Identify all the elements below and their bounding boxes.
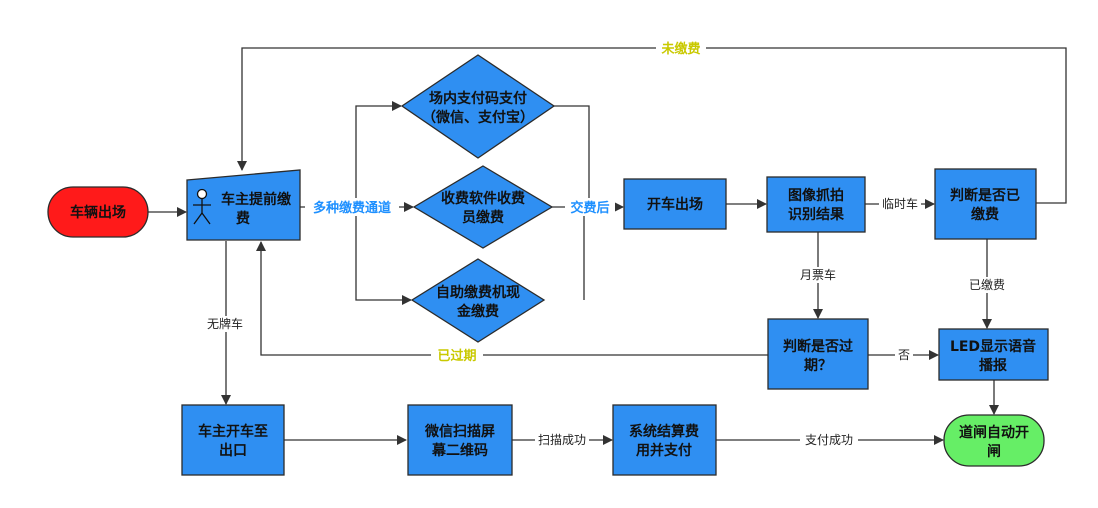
node-wechat-scan-label-1: 微信扫描屏 — [424, 423, 495, 440]
node-image-capture: 图像抓拍 识别结果 — [766, 176, 866, 233]
node-gate-open: 道闸自动开 闸 — [943, 414, 1045, 467]
edge-checkpaid-unpaid-loop — [237, 47, 1067, 204]
node-check-paid: 判断是否已 缴费 — [934, 168, 1037, 240]
label-no: 否 — [898, 348, 910, 362]
actor-icon — [193, 188, 211, 225]
node-start-label: 车辆出场 — [70, 204, 126, 221]
label-multi-channel: 多种缴费通道 — [313, 200, 391, 216]
node-toll-staff-label-2: 员缴费 — [462, 209, 504, 226]
label-no-plate: 无牌车 — [207, 316, 243, 331]
label-paid: 已缴费 — [969, 277, 1005, 292]
node-scan-pay-label-2: （微信、支付宝） — [422, 109, 534, 126]
label-scan-success: 扫描成功 — [538, 433, 586, 447]
label-unpaid: 未缴费 — [660, 41, 700, 57]
node-led-label-2: 播报 — [979, 357, 1007, 374]
node-cash-machine-label-2: 金缴费 — [456, 303, 499, 320]
node-settle-label-1: 系统结算费 — [629, 423, 699, 440]
edge-checkexpired-expired-loop — [256, 241, 768, 356]
node-settle-label-2: 用并支付 — [636, 442, 692, 459]
node-image-capture-label-2: 识别结果 — [788, 206, 845, 223]
edge-labels: 未缴费 多种缴费通道 交费后 临时车 月票车 已缴费 否 已过期 无牌车 扫描成… — [202, 40, 1009, 448]
node-check-paid-label-1: 判断是否已 — [950, 187, 1020, 204]
node-toll-staff: 收费软件收费 员缴费 — [412, 165, 554, 249]
label-after-payment: 交费后 — [570, 200, 609, 216]
node-gate-open-label-2: 闸 — [987, 443, 1001, 460]
edge-channel-split-up — [355, 101, 402, 207]
node-wechat-scan-label-2: 幕二维码 — [431, 442, 488, 459]
edge-channel-split-down — [355, 207, 412, 305]
node-settle: 系统结算费 用并支付 — [612, 404, 717, 476]
node-drive-to-exit: 车主开车至 出口 — [181, 404, 285, 476]
label-expired: 已过期 — [437, 348, 476, 364]
edge-scanpay-merge — [554, 105, 590, 207]
node-check-expired-label-2: 期？ — [804, 358, 832, 374]
node-led: LED显示语音 播报 — [938, 328, 1049, 381]
node-drive-out-label: 开车出场 — [647, 196, 703, 213]
node-cash-machine-label-1: 自助缴费机现 — [436, 284, 520, 301]
label-pay-success: 支付成功 — [805, 433, 853, 447]
node-check-expired: 判断是否过 期？ — [767, 318, 869, 390]
node-image-capture-label-1: 图像抓拍 — [788, 187, 844, 204]
node-drive-out: 开车出场 — [623, 178, 727, 230]
label-monthly-car: 月票车 — [800, 267, 836, 282]
edges — [148, 47, 1067, 445]
node-drive-to-exit-label-1: 车主开车至 — [198, 423, 268, 440]
node-led-label-1: LED显示语音 — [950, 338, 1036, 355]
node-wechat-scan: 微信扫描屏 幕二维码 — [407, 404, 513, 476]
node-prepay: 车主提前缴 费 — [186, 169, 301, 241]
node-prepay-label-2: 费 — [236, 210, 250, 227]
node-cash-machine: 自助缴费机现 金缴费 — [410, 258, 546, 343]
label-temp-car: 临时车 — [882, 196, 918, 211]
node-gate-open-label-1: 道闸自动开 — [959, 424, 1029, 441]
node-prepay-label-1: 车主提前缴 — [221, 191, 292, 208]
node-scan-pay-label-1: 场内支付码支付 — [429, 90, 527, 107]
node-scan-pay: 场内支付码支付 （微信、支付宝） — [400, 54, 556, 159]
node-check-paid-label-2: 缴费 — [971, 206, 999, 223]
node-drive-to-exit-label-2: 出口 — [219, 442, 247, 459]
node-toll-staff-label-1: 收费软件收费 — [441, 190, 525, 207]
node-start: 车辆出场 — [47, 186, 149, 238]
node-check-expired-label-1: 判断是否过 — [783, 338, 853, 355]
